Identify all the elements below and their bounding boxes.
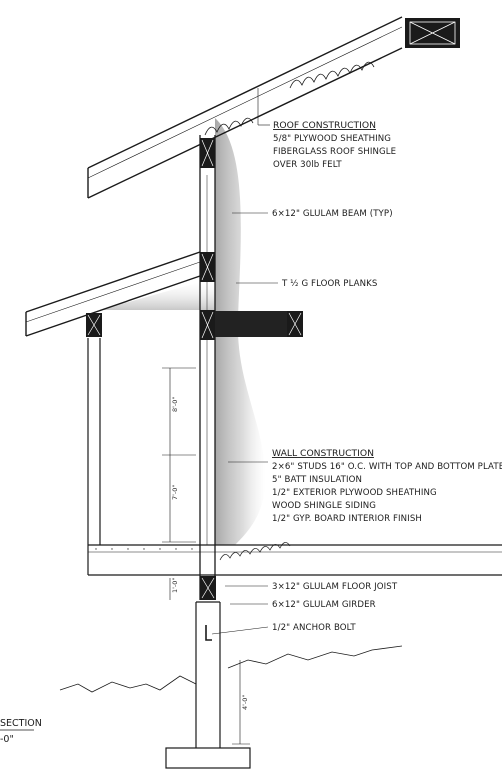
wall-construction-line-1: 2×6" STUDS 16" O.C. WITH TOP AND BOTTOM …	[272, 462, 502, 472]
upper-roof	[87, 16, 403, 199]
wall-construction-line-4: WOOD SHINGLE SIDING	[272, 501, 376, 511]
floor-insulation	[219, 542, 291, 561]
roof-construction-line-2: FIBERGLASS ROOF SHINGLE	[273, 147, 396, 157]
roof-construction-line-1: 5/8" PLYWOOD SHEATHING	[273, 134, 391, 144]
roof-construction-heading: ROOF CONSTRUCTION	[273, 120, 376, 131]
grade-line	[59, 645, 403, 693]
callout-anchor-bolt: 1/2" ANCHOR BOLT	[272, 623, 356, 633]
roof-construction-line-3: OVER 30lb FELT	[273, 160, 342, 170]
porch-post	[87, 338, 101, 545]
second-floor-beam	[215, 311, 303, 337]
title-scale: -0"	[0, 734, 14, 745]
lower-roof-eave-beam	[86, 313, 102, 337]
dim-lower: 7'-0"	[171, 485, 179, 500]
callout-glulam-beam: 6×12" GLULAM BEAM (TYP)	[272, 209, 393, 219]
dim-floor: 1'-0"	[171, 578, 179, 593]
dim-footing: 4'-0"	[241, 695, 249, 710]
wall-construction-line-2: 5" BATT INSULATION	[272, 475, 362, 485]
floor-dots	[95, 548, 193, 550]
title-section: SECTION	[0, 718, 42, 729]
dimension-lines	[162, 367, 250, 745]
wall-construction-line-3: 1/2" EXTERIOR PLYWOOD SHEATHING	[272, 488, 437, 498]
callout-girder: 6×12" GLULAM GIRDER	[272, 600, 376, 610]
dim-upper: 8'-0"	[171, 397, 179, 412]
callout-floor-planks: T ½ G FLOOR PLANKS	[281, 279, 377, 289]
first-floor	[87, 544, 502, 576]
wall-beams	[200, 138, 215, 340]
lower-roof	[25, 251, 201, 337]
callout-floor-joist: 3×12" GLULAM FLOOR JOIST	[272, 582, 398, 592]
lower-roof-shade	[100, 282, 215, 310]
ridge-beam	[405, 18, 460, 48]
wall-shadow-wash	[215, 118, 266, 545]
main-wall	[199, 135, 216, 600]
leader-lines	[211, 88, 278, 635]
glulam-girder	[200, 576, 216, 600]
roof-insulation	[204, 61, 375, 136]
wall-construction-line-5: 1/2" GYP. BOARD INTERIOR FINISH	[272, 514, 422, 524]
wall-construction-heading: WALL CONSTRUCTION	[272, 448, 374, 459]
foundation-pier	[165, 601, 251, 769]
